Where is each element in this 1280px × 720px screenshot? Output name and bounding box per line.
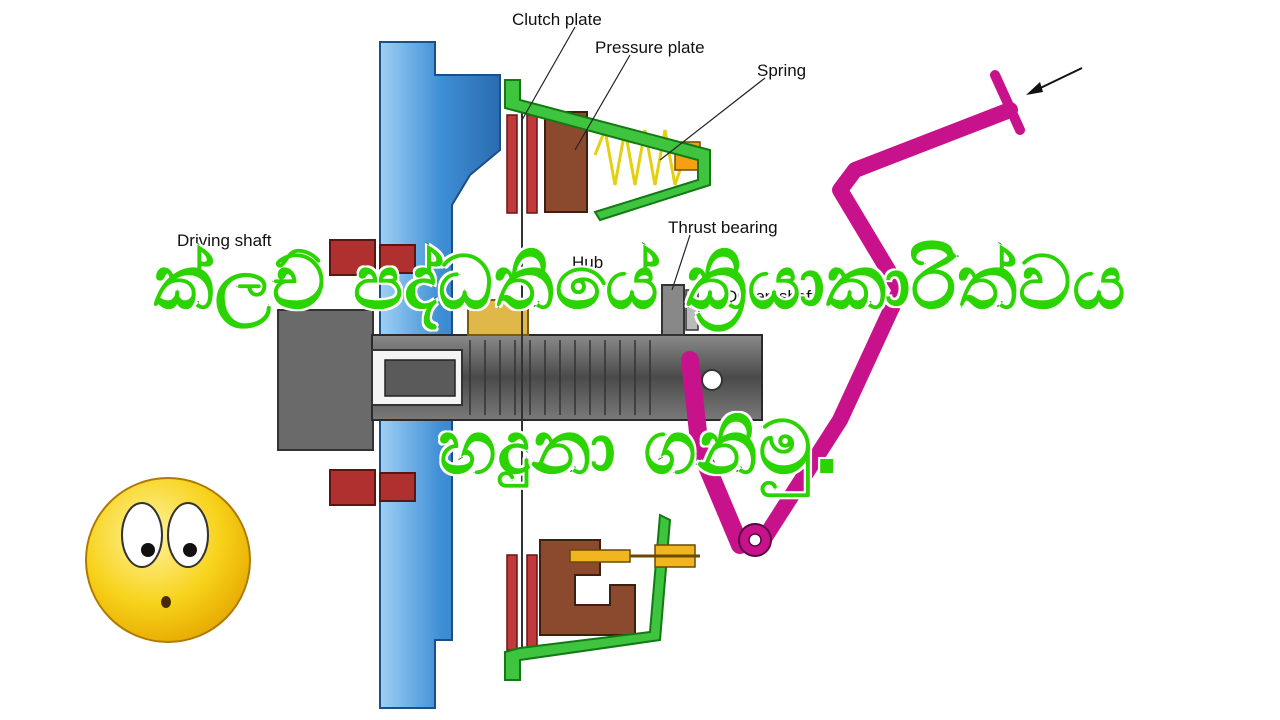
label-hub: Hub [572,253,603,272]
spring [593,124,687,186]
clutch-cover-top [504,79,711,222]
thrust-bearing [661,284,699,336]
driving-shaft [277,309,374,451]
surprised-face-icon [85,477,251,643]
clutch-cover-bottom [504,513,672,681]
leader-lines [521,26,766,291]
label-clutch-plate: Clutch plate [512,10,602,29]
label-thrust-bearing: Thrust bearing [668,218,778,237]
label-driven-shaft: Driven shaft [725,287,816,306]
title-line-2: හදුනා ගනිමු. [437,404,843,493]
release-lever [569,544,700,568]
clutch-pedal [681,70,1025,554]
arrow-icon [1026,67,1083,95]
shaft-splines [469,340,651,415]
pressure-plate-lower [539,539,636,636]
title-line-1: ක්ලච් පද්ධතියේ ක්‍රියාකාරිත්වය [152,239,1127,328]
label-pressure-plate: Pressure plate [595,38,705,57]
bolts [329,239,416,506]
label-driving-shaft: Driving shaft [177,231,272,250]
hub [467,299,529,336]
label-spring: Spring [757,61,806,80]
